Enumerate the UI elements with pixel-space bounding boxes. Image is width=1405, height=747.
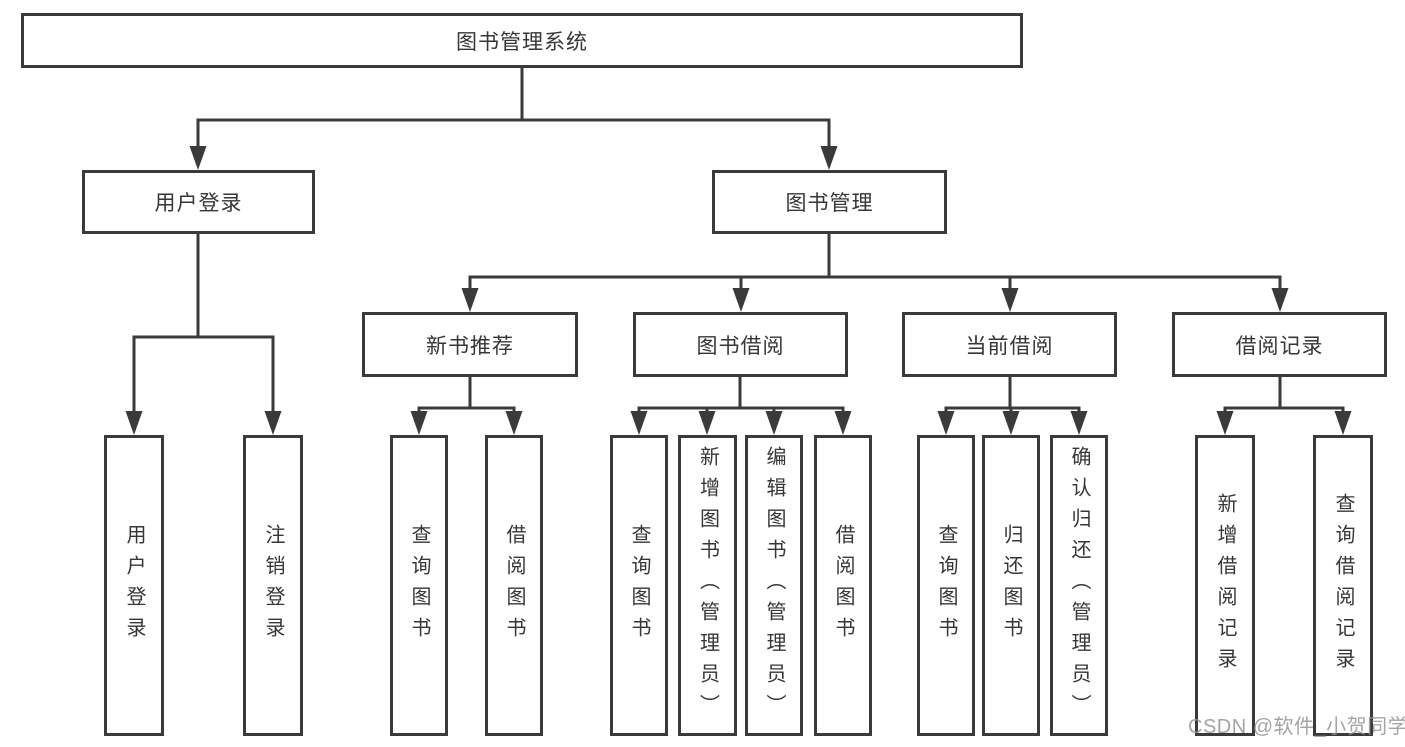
leaf-records-query-borrow-record: 查询借阅记录: [1313, 435, 1373, 736]
arrowhead-down: [937, 411, 955, 435]
arrowhead-down: [765, 411, 783, 435]
leaf-recommend-query-books: 查询图书: [390, 435, 448, 736]
leaf-records-add-borrow-record: 新增借阅记录: [1195, 435, 1255, 736]
arrowhead-down: [505, 411, 523, 435]
csdn-watermark: CSDN @软件_小贺同学: [1188, 716, 1405, 738]
leaf-borrow-add-books-admin: 新增图书（管理员）: [678, 435, 737, 736]
leaf-borrow-edit-books-admin: 编辑图书（管理员）: [745, 435, 803, 736]
arrowhead-down: [630, 411, 648, 435]
arrowhead-down: [1271, 288, 1289, 312]
arrowhead-down: [189, 146, 207, 170]
leaf-current-return-books: 归还图书: [982, 435, 1040, 736]
arrowhead-down: [732, 288, 750, 312]
arrowhead-down: [264, 411, 282, 435]
leaf-current-confirm-return-admin: 确认归还（管理员）: [1050, 435, 1108, 736]
section-borrow-records: 借阅记录: [1172, 312, 1387, 377]
arrowhead-down: [461, 288, 479, 312]
branch-user-login: 用户登录: [82, 170, 315, 234]
arrowhead-down: [820, 146, 838, 170]
section-current-borrowing: 当前借阅: [902, 312, 1117, 377]
arrowhead-down: [1216, 411, 1234, 435]
arrowhead-down: [410, 411, 428, 435]
arrowhead-down: [1002, 411, 1020, 435]
arrowhead-down: [834, 411, 852, 435]
leaf-user-login: 用户登录: [104, 435, 164, 736]
arrowhead-down: [1070, 411, 1088, 435]
branch-book-management: 图书管理: [712, 170, 947, 234]
section-book-borrowing: 图书借阅: [633, 312, 848, 377]
leaf-borrow-query-books: 查询图书: [610, 435, 668, 736]
arrowhead-down: [698, 411, 716, 435]
leaf-recommend-borrow-books: 借阅图书: [485, 435, 543, 736]
section-new-book-recommend: 新书推荐: [362, 312, 578, 377]
arrowhead-down: [1334, 411, 1352, 435]
arrowhead-down: [125, 411, 143, 435]
arrowhead-down: [1001, 288, 1019, 312]
leaf-current-query-books: 查询图书: [917, 435, 975, 736]
root-box-library-management-system: 图书管理系统: [21, 13, 1023, 68]
leaf-borrow-borrow-books: 借阅图书: [814, 435, 872, 736]
leaf-logout: 注销登录: [243, 435, 303, 736]
